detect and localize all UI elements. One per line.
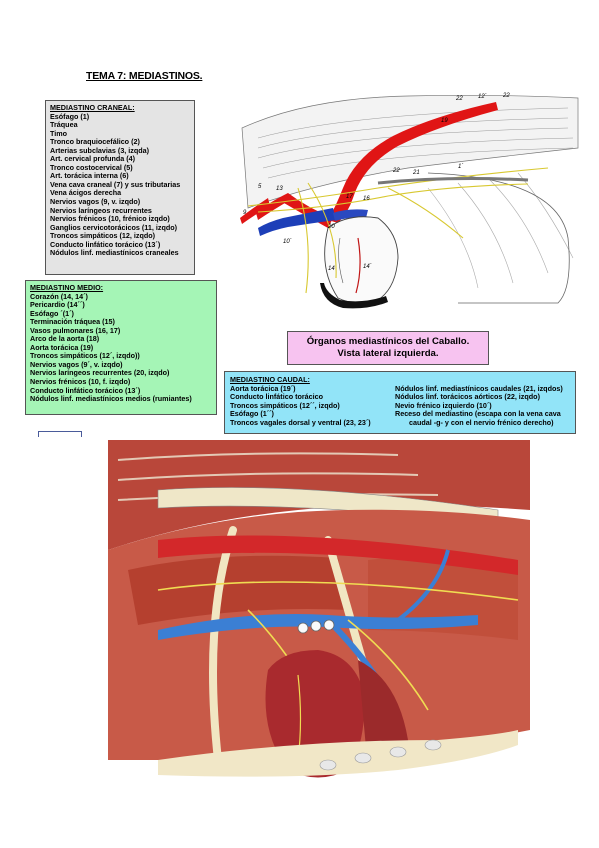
list-item: Conducto linfático torácico [230, 392, 324, 402]
fig1-label: 22 [502, 93, 510, 99]
list-item: Arco de la aorta (18) [30, 334, 100, 344]
list-item: Vena cava craneal (7) y sus tributarias [50, 179, 181, 189]
list-item: Tronco braquiocefálico (2) [50, 137, 140, 147]
medio-box: MEDIASTINO MEDIO: Corazón (14, 14´) Peri… [25, 280, 217, 415]
list-item: Conducto linfático torácico (13´) [30, 385, 141, 395]
craneal-box: MEDIASTINO CRANEAL: Esófago (1) Tráquea … [45, 100, 195, 275]
list-item: Ganglios cervicotorácicos (11, izqdo) [50, 222, 178, 232]
list-item: caudal -g- y con el nervio frénico derec… [395, 417, 554, 427]
fig1-label: 20 [327, 224, 335, 230]
anatomical-illustration [98, 440, 530, 787]
list-item: Vena ácigos derecha [50, 188, 122, 198]
list-item: Nódulos linf. mediastínicos medios (rumi… [30, 394, 192, 404]
medio-header: MEDIASTINO MEDIO: [30, 283, 104, 292]
list-item: Esófago (1) [50, 111, 90, 121]
list-item: Aorta torácica (19´) [230, 383, 296, 393]
page-title: TEMA 7: MEDIASTINOS. [86, 70, 203, 82]
figure-caption: Órganos mediastínicos del Caballo. Vista… [287, 331, 489, 365]
list-item: Arterias subclavias (3, izqda) [50, 145, 150, 155]
fig1-label: 5 [258, 184, 262, 190]
fig1-label: 19 [441, 118, 448, 124]
list-item: Timo [50, 128, 68, 138]
fig1-label: 12´ [478, 94, 487, 100]
mediastinum-diagram-figure: 22 12´ 22 19 22 21 1´ 17 16 20 14 14´ 10… [240, 93, 580, 309]
list-item: Nervios vagos (9, v. izqdo) [50, 197, 141, 207]
fig1-label: 21 [412, 170, 420, 176]
list-item: Receso del mediastino (escapa con la ven… [395, 409, 561, 419]
list-item: Tráquea [50, 120, 78, 130]
list-item: Esófago (1´´) [230, 409, 274, 419]
caudal-header: MEDIASTINO CAUDAL: [230, 375, 310, 384]
list-item: Nervios frénicos (10, frénico izqdo) [50, 214, 170, 224]
list-item: Nervios frénicos (10, f. izqdo) [30, 377, 131, 387]
caudal-box: MEDIASTINO CAUDAL: Aorta torácica (19´) … [224, 371, 576, 434]
list-item: Nódulos linf. torácicos aórticos (22, iz… [395, 392, 540, 402]
list-item: Terminación tráquea (15) [30, 317, 115, 327]
list-item: Nódulos linf. mediastínicos craneales [50, 248, 179, 258]
list-item: Vasos pulmonares (16, 17) [30, 325, 121, 335]
list-item: Pericardio (14´´) [30, 300, 85, 310]
list-item: Nervios vagos (9´, v. izqdo) [30, 359, 123, 369]
caudal-column-2: Nódulos linf. mediastínicos caudales (21… [395, 383, 563, 428]
list-item: Troncos vagales dorsal y ventral (23, 23… [230, 417, 371, 427]
fig1-label: 10´ [283, 239, 292, 245]
list-item: Corazón (14, 14´) [30, 291, 88, 301]
list-item: Nervios laríngeos recurrentes (20, izqdo… [30, 368, 170, 378]
caption-line-2: Vista lateral izquierda. [337, 348, 439, 359]
list-item: Tronco costocervical (5) [50, 162, 133, 172]
small-frame-marker [38, 431, 82, 437]
list-item: Art. cervical profunda (4) [50, 154, 136, 164]
list-item: Art. torácica interna (6) [50, 171, 129, 181]
fig1-label: 22 [392, 168, 400, 174]
list-item: Aorta torácica (19) [30, 342, 94, 352]
list-item: Troncos simpáticos (12´´, izqdo) [230, 400, 340, 410]
fig1-label: 17 [346, 194, 353, 200]
fig1-label: 1´ [458, 164, 463, 170]
list-item: Troncos simpáticos (12, izqdo) [50, 231, 156, 241]
craneal-header: MEDIASTINO CRANEAL: [50, 103, 135, 112]
caudal-column-1: MEDIASTINO CAUDAL: Aorta torácica (19´) … [230, 375, 371, 427]
list-item: Esófago ´(1´) [30, 308, 74, 318]
fig1-label: 16 [363, 196, 370, 202]
caption-line-1: Órganos mediastínicos del Caballo. [306, 336, 470, 347]
list-item: Conducto linfático torácico (13´) [50, 239, 161, 249]
fig1-label: 22 [455, 96, 463, 102]
list-item: Nódulos linf. mediastínicos caudales (21… [395, 383, 563, 393]
fig1-label: 13 [276, 186, 283, 192]
fig1-label: 9 [243, 210, 247, 216]
fig1-label: 14´ [363, 264, 372, 270]
fig1-label: 14 [328, 266, 335, 272]
list-item: Nervios laríngeos recurrentes [50, 205, 152, 215]
list-item: Nevio frénico izquierdo (10´) [395, 400, 492, 410]
list-item: Troncos simpáticos (12´, izqdo)) [30, 351, 140, 361]
